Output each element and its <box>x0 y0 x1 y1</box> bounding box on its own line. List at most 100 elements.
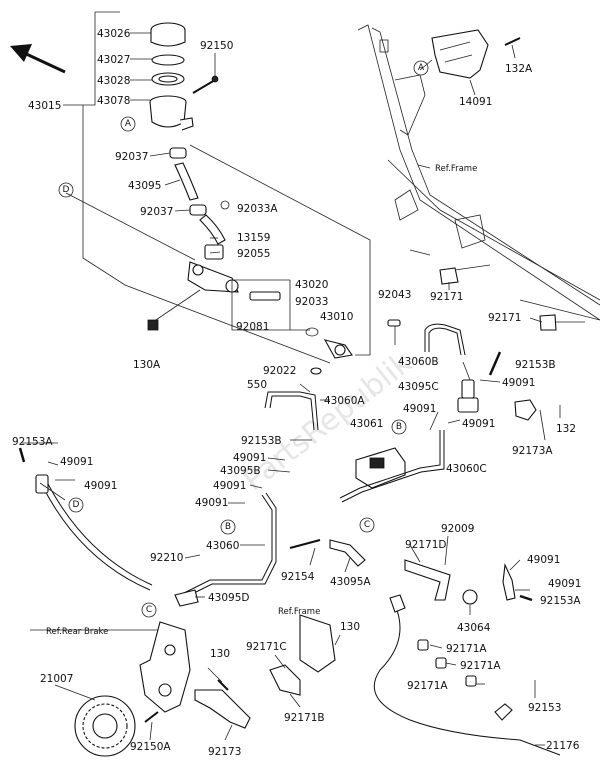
clamp-92171A-3 <box>465 675 477 687</box>
joint-43095C <box>457 379 479 413</box>
label-43078: 43078 <box>97 95 130 107</box>
label-132: 132 <box>556 423 576 435</box>
diaphragm-43028 <box>151 72 185 86</box>
bracket-92171B <box>269 664 301 696</box>
fitting-92055 <box>204 244 224 260</box>
sensor-rotor-21007 <box>74 695 136 757</box>
label-49091-g: 49091 <box>213 480 246 492</box>
sensor-wire-21176 <box>373 594 561 756</box>
svg-text:D: D <box>63 185 70 195</box>
hose-43095A <box>329 539 366 567</box>
ref-frame-top: Ref.Frame <box>435 164 477 174</box>
label-43060B: 43060B <box>398 356 439 368</box>
bolt-92154 <box>289 539 321 549</box>
label-92037-lower: 92037 <box>140 206 173 218</box>
callout-A-frame: A <box>413 60 429 76</box>
label-550: 550 <box>247 379 267 391</box>
label-49091-f: 49091 <box>233 452 266 464</box>
clip-92033A <box>220 200 230 210</box>
label-21007: 21007 <box>40 673 73 685</box>
pipe-43060A <box>264 391 319 431</box>
banjo-43010 <box>323 339 353 359</box>
label-92022: 92022 <box>263 365 296 377</box>
pipe-43060C <box>339 430 445 503</box>
label-43020: 43020 <box>295 279 328 291</box>
label-92009: 92009 <box>441 523 474 535</box>
clamp-92171A-2 <box>435 657 447 669</box>
label-92153: 92153 <box>528 702 561 714</box>
label-92171-a: 92171 <box>430 291 463 303</box>
ref-rear-brake: Ref.Rear Brake <box>46 627 108 637</box>
label-130A: 130A <box>133 359 161 371</box>
rear-brake-bracket <box>139 621 191 713</box>
bracket-43061 <box>355 447 406 489</box>
svg-text:B: B <box>396 422 402 432</box>
bracket-92171C <box>299 614 336 673</box>
svg-text:D: D <box>73 500 80 510</box>
label-92033A: 92033A <box>237 203 278 215</box>
callout-C-mid: C <box>359 517 375 533</box>
label-92033: 92033 <box>295 296 328 308</box>
label-43028: 43028 <box>97 75 130 87</box>
sensor-right <box>502 563 516 601</box>
svg-text:C: C <box>146 605 152 615</box>
label-43095D: 43095D <box>208 592 250 604</box>
pipe-43060B <box>424 323 466 356</box>
label-92150: 92150 <box>200 40 233 52</box>
label-92171A-3: 92171A <box>407 680 448 692</box>
label-43060A: 43060A <box>324 395 365 407</box>
pin-92043 <box>387 319 401 327</box>
label-92037-upper: 92037 <box>115 151 148 163</box>
label-43060: 43060 <box>206 540 239 552</box>
label-43026: 43026 <box>97 28 131 40</box>
pushrod-92081 <box>249 291 281 301</box>
callout-A-reservoir: A <box>120 116 136 132</box>
label-130-mid: 130 <box>340 621 360 633</box>
label-49091-c: 49091 <box>462 418 495 430</box>
label-43095: 43095 <box>128 180 161 192</box>
diaphragm-plate-43027 <box>151 54 185 66</box>
clamp-92171A-1 <box>417 639 429 651</box>
svg-text:A: A <box>125 119 132 129</box>
part-labels: 43026 43027 43028 43078 92150 43015 9203… <box>12 28 581 758</box>
piston-kit-bracket-43020 <box>231 279 310 331</box>
label-92173A: 92173A <box>512 445 553 457</box>
clamp-92037-upper <box>169 147 187 159</box>
label-92171A-1: 92171A <box>446 643 487 655</box>
front-direction-arrow <box>10 44 66 74</box>
label-49091-e: 49091 <box>84 480 117 492</box>
washer-92022 <box>310 367 322 375</box>
label-92171-b: 92171 <box>488 312 521 324</box>
callout-C-left: C <box>141 602 157 618</box>
label-49091-a: 49091 <box>502 377 535 389</box>
reservoir-cap-43026 <box>150 22 186 47</box>
bolt-92153A-right <box>519 594 533 602</box>
hose-43060 <box>179 492 277 600</box>
assembly-bracket-43015 <box>63 11 371 364</box>
label-14091: 14091 <box>459 96 492 108</box>
bracket-92173 <box>194 689 251 729</box>
callout-B-left: B <box>220 519 236 535</box>
label-92171D: 92171D <box>405 539 447 551</box>
leader-lines <box>22 32 585 746</box>
label-92154: 92154 <box>281 571 315 583</box>
hose-13159 <box>199 214 226 245</box>
label-43010: 43010 <box>320 311 353 323</box>
clamp-92037-lower <box>189 204 207 216</box>
label-92210: 92210 <box>150 552 183 564</box>
callout-B-mid: B <box>391 419 407 435</box>
label-92153A-right: 92153A <box>540 595 581 607</box>
ref-frame-mid: Ref.Frame <box>278 607 320 617</box>
label-13159: 13159 <box>237 232 270 244</box>
label-43095C: 43095C <box>398 381 439 393</box>
svg-text:C: C <box>364 520 370 530</box>
label-92153A-left: 92153A <box>12 436 53 448</box>
label-21176: 21176 <box>546 740 580 752</box>
label-92055: 92055 <box>237 248 270 260</box>
clamp-92171-a <box>439 267 459 285</box>
label-49091-j: 49091 <box>548 578 581 590</box>
snap-ring-92033 <box>305 327 319 337</box>
label-92173: 92173 <box>208 746 241 758</box>
